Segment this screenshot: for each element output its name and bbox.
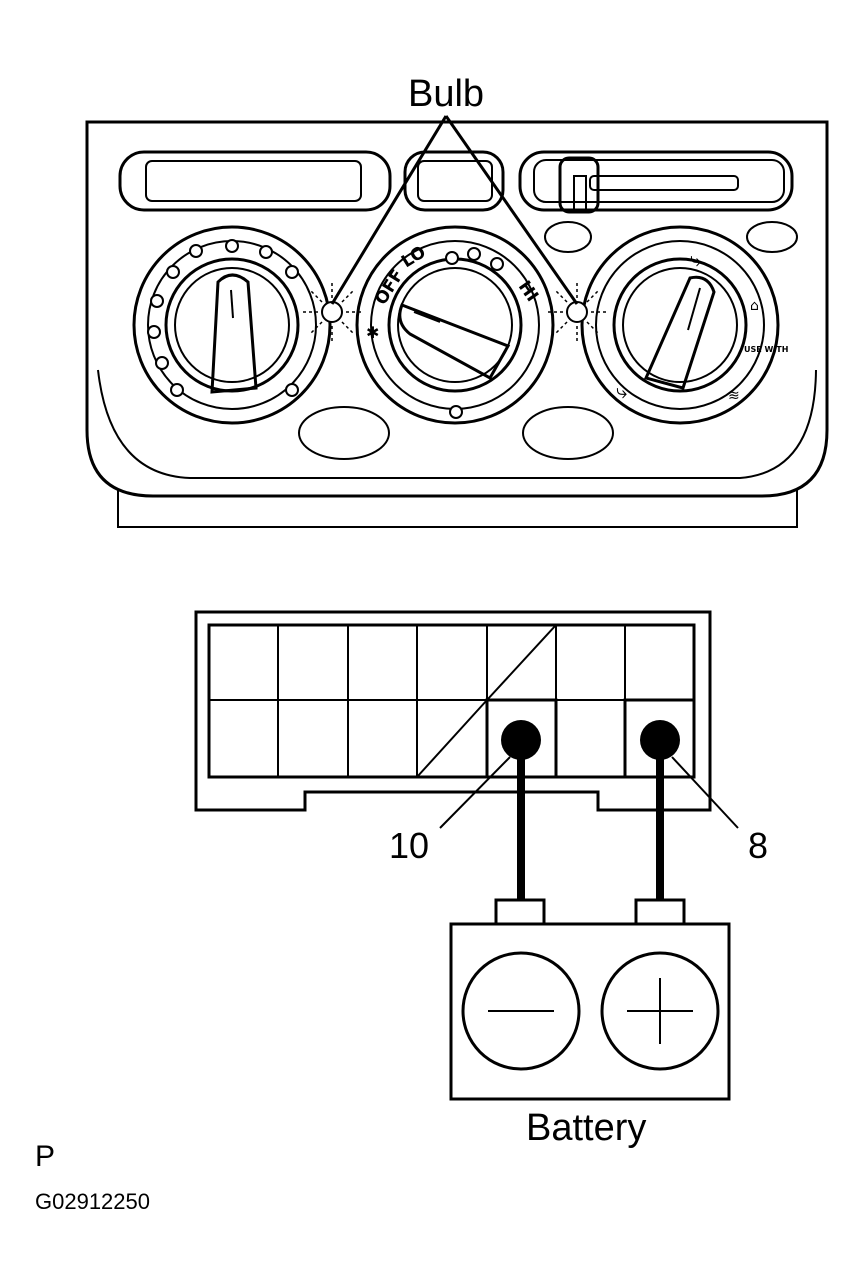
- defrost-icon: ≋: [728, 388, 740, 404]
- mode-knob-pointer: [643, 275, 716, 390]
- figure-code: G02912250: [35, 1189, 150, 1214]
- fan-knob-pointer: [398, 303, 511, 381]
- fan-speed-dots: [445, 247, 504, 419]
- empty-cavity-lower: [416, 699, 488, 778]
- temperature-dial[interactable]: [132, 225, 332, 425]
- terminal-10-label: 10: [389, 825, 429, 866]
- probe-terminal-8: [640, 720, 680, 760]
- fan-dial[interactable]: OFF LO HI ✱: [355, 225, 555, 425]
- mode-dial[interactable]: ⤷ ⤷ ≋ ⌂ USE WITH: [580, 225, 788, 425]
- use-with-label: USE WITH: [744, 345, 788, 354]
- probe-terminal-10: [501, 720, 541, 760]
- temperature-knob-pointer: [210, 273, 258, 394]
- bulb-leader-lines: [330, 115, 579, 305]
- oval-button-upper-right[interactable]: [746, 221, 798, 253]
- oval-button-lower-right[interactable]: [522, 406, 614, 460]
- battery-label: Battery: [526, 1107, 646, 1149]
- test-leads: [501, 720, 680, 900]
- view-mark: P: [35, 1140, 55, 1173]
- ac-control-panel: OFF LO HI ✱ ⤷ ⤷ ≋ ⌂ USE WITH: [85, 73, 829, 528]
- floor-vent-icon: ⤷: [616, 379, 627, 403]
- temperature-dot-ring: [147, 239, 299, 397]
- face-vent-icon: ⤷: [690, 247, 701, 271]
- bulb-right-icon: [545, 280, 609, 344]
- fan-icon: ✱: [366, 323, 379, 342]
- bulb-left-icon: [300, 280, 364, 344]
- slider-knob[interactable]: [558, 156, 600, 214]
- connector: [194, 610, 712, 812]
- terminal-8-label: 8: [748, 825, 768, 866]
- bulb-label: Bulb: [408, 73, 484, 115]
- battery-positive-terminal: [600, 951, 720, 1071]
- oval-button-lower-left[interactable]: [298, 406, 390, 460]
- floor-defrost-icon: ⌂: [750, 298, 759, 314]
- temperature-slider[interactable]: [518, 150, 794, 214]
- battery-negative-terminal: [461, 951, 581, 1071]
- display-window: [118, 150, 392, 212]
- oval-button-upper-center[interactable]: [544, 221, 592, 253]
- empty-cavity-upper: [486, 624, 557, 701]
- battery: [449, 898, 731, 1101]
